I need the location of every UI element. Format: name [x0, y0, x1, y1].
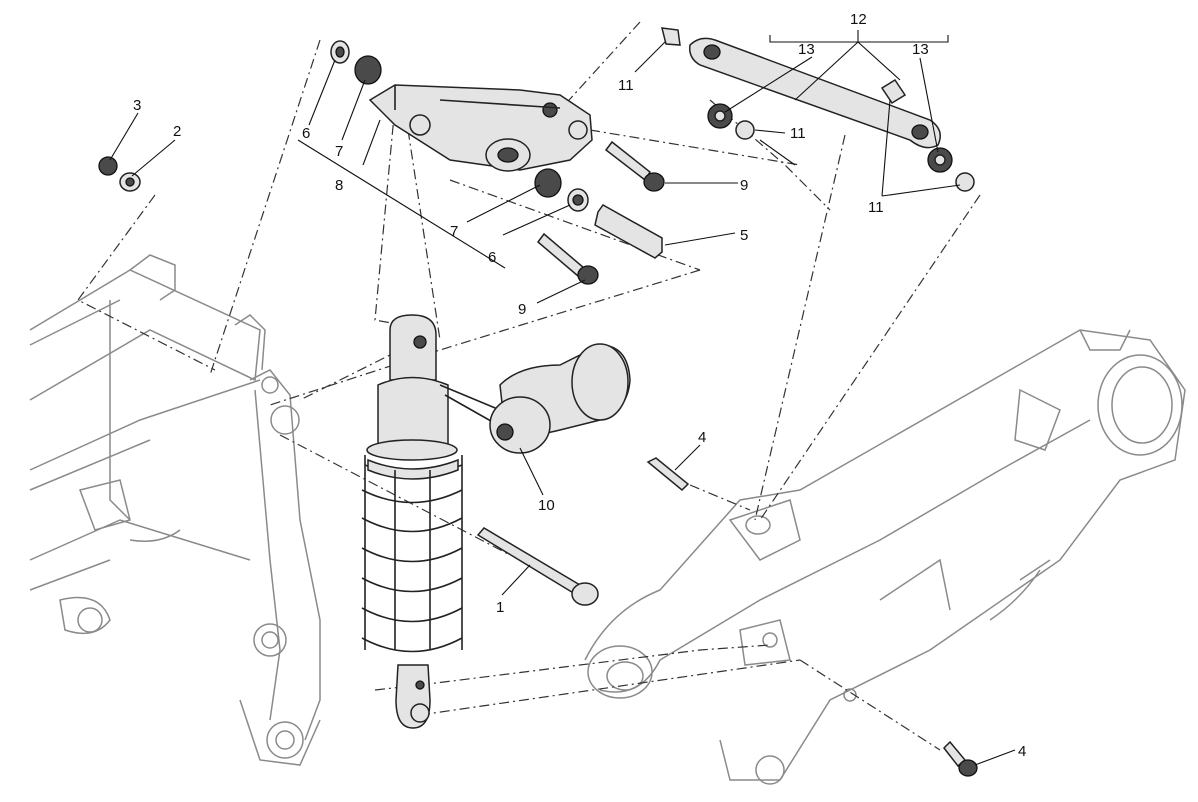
- callout-labels: 3 2 6 7 8 7 6 5 9 9 10 1 4 4 11 11 11 12…: [133, 11, 1026, 760]
- callout-11: 11: [868, 199, 884, 216]
- callout-5: 5: [740, 227, 748, 244]
- frame-section: [29, 254, 321, 766]
- shock-absorber: [361, 314, 631, 729]
- callout-11: 11: [790, 125, 806, 142]
- tie-rod: [661, 27, 975, 192]
- callout-6: 6: [488, 249, 496, 266]
- callout-7: 7: [335, 143, 343, 160]
- rocker-linkage: [98, 40, 665, 285]
- callout-8: 8: [335, 177, 343, 194]
- callout-9: 9: [518, 301, 526, 318]
- swingarm-section: [584, 329, 1186, 785]
- callout-3: 3: [133, 97, 141, 114]
- callout-11: 11: [618, 77, 634, 94]
- bolts: [476, 457, 978, 777]
- callout-12: 12: [850, 11, 867, 28]
- callout-6: 6: [302, 125, 310, 142]
- callout-4: 4: [698, 429, 706, 446]
- callout-1: 1: [496, 599, 504, 616]
- callout-4: 4: [1018, 743, 1026, 760]
- callout-9: 9: [740, 177, 748, 194]
- callout-2: 2: [173, 123, 181, 140]
- callout-13: 13: [912, 41, 929, 58]
- callout-13: 13: [798, 41, 815, 58]
- callout-7: 7: [450, 223, 458, 240]
- leader-lines: [109, 30, 1016, 766]
- callout-10: 10: [538, 497, 555, 514]
